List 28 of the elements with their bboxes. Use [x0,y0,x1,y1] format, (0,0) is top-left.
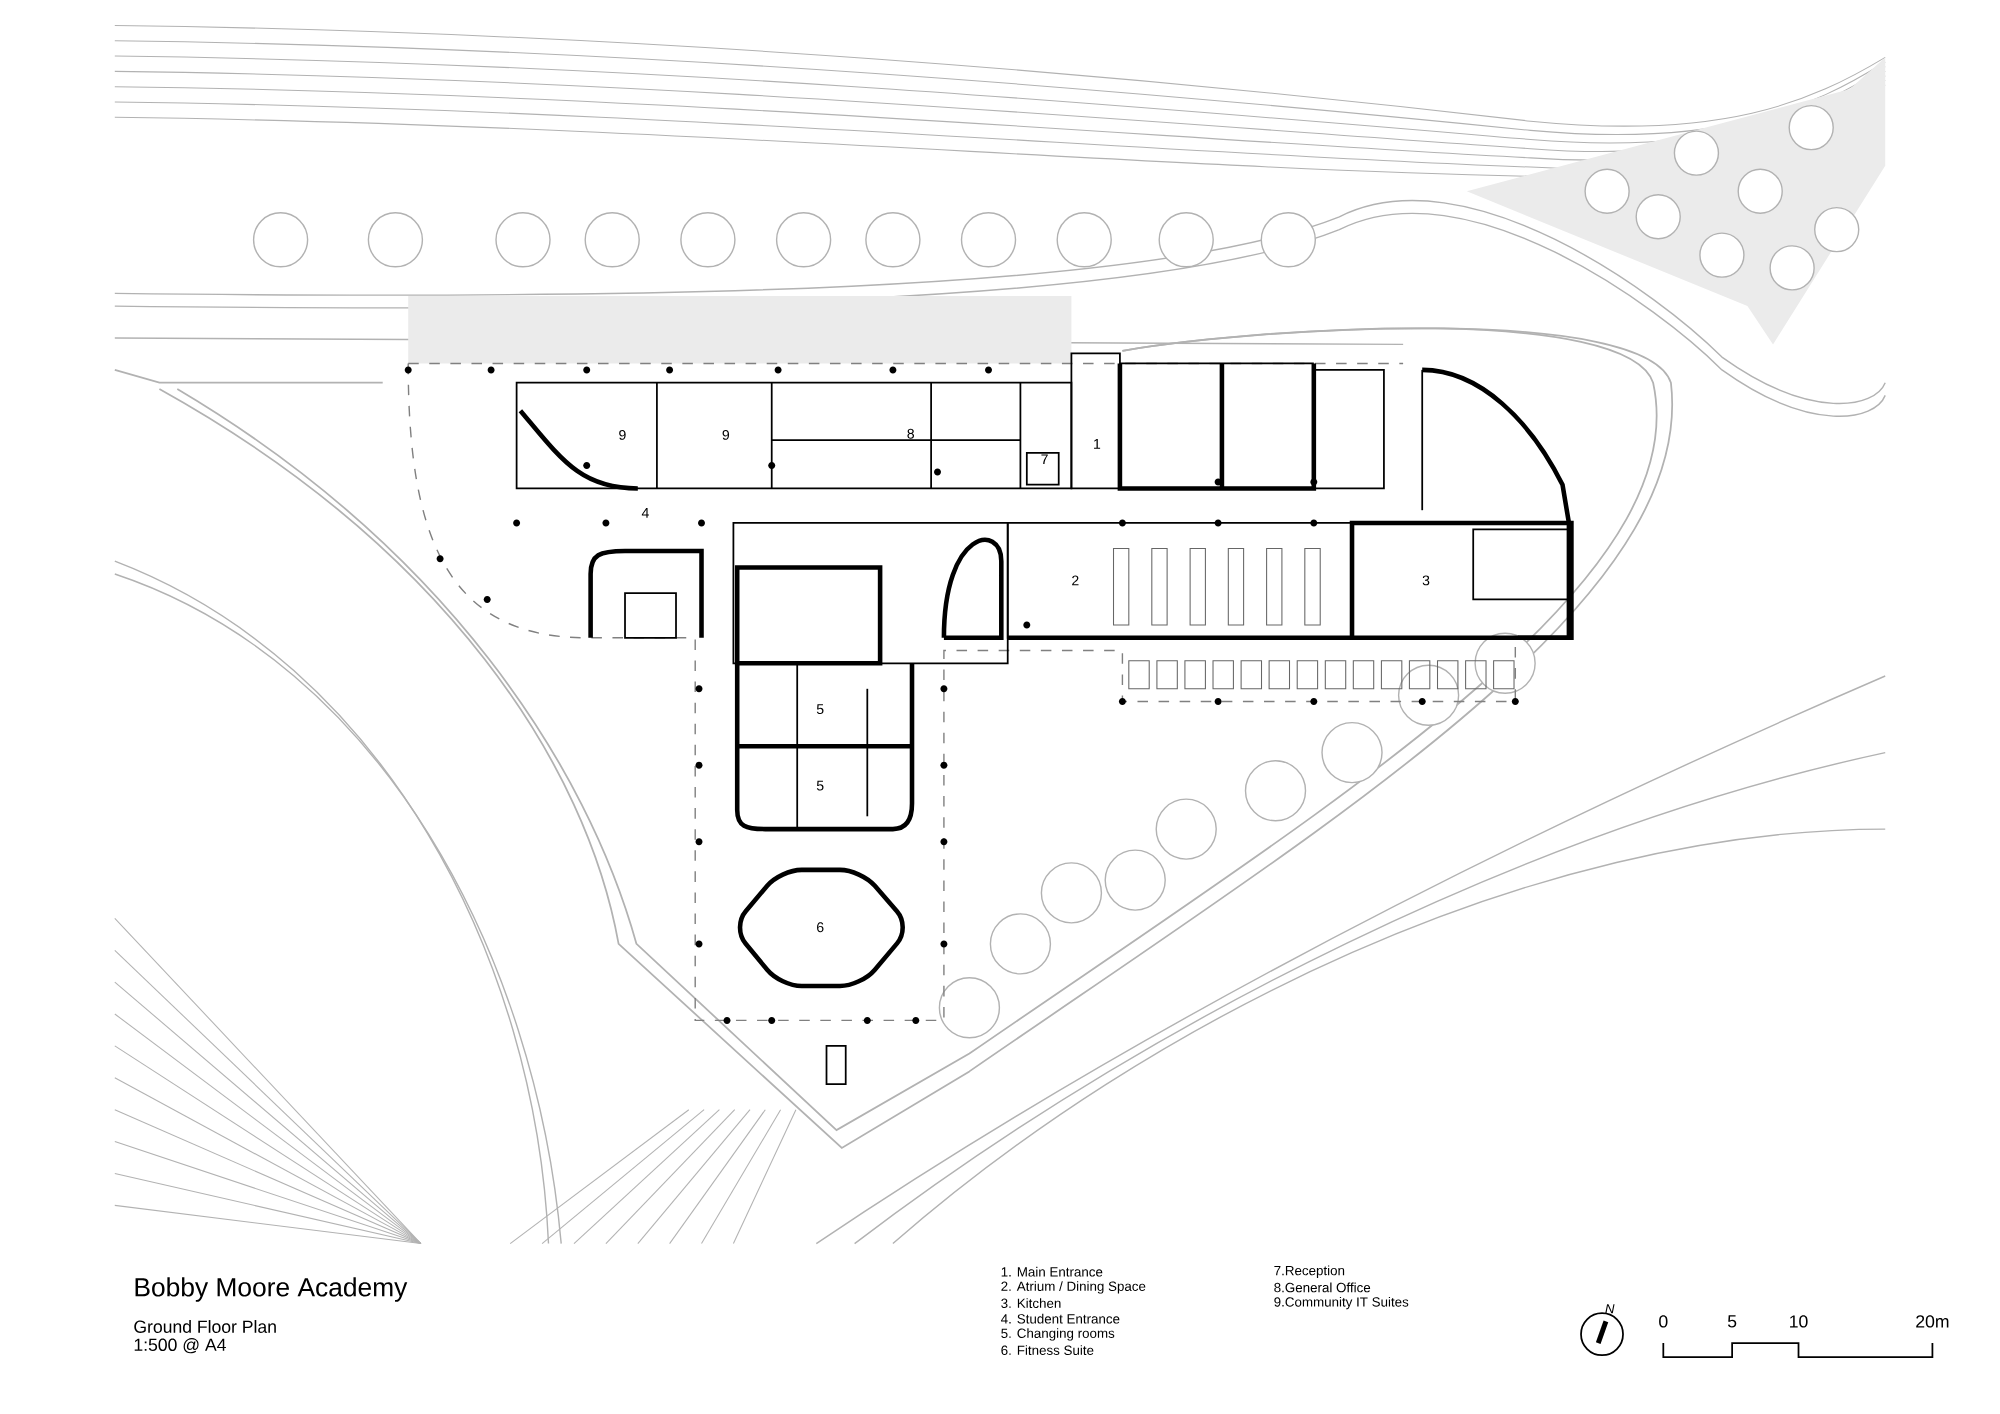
legend-item: 4. Student Entrance [1001,1313,1120,1324]
room-number: 2 [1072,575,1079,586]
legend-item: 3. Kitchen [1001,1298,1061,1308]
legend-item: 2. Atrium / Dining Space [1001,1281,1146,1294]
legend-item: 8.General Office [1274,1282,1371,1293]
room-number: 9 [619,429,626,440]
room-number: 4 [641,508,649,518]
legend-item: 1. Main Entrance [1001,1266,1103,1277]
title: Bobby Moore Academy [135,1277,408,1302]
legend-item: 5. Changing rooms [1001,1328,1115,1341]
room-number: 6 [817,922,824,933]
legend-item: 6. Fitness Suite [1001,1345,1094,1355]
legend-item: 9.Community IT Suites [1274,1296,1409,1310]
north-label: N [1605,1304,1615,1314]
room-number: 1 [1094,439,1101,449]
subtitle: Ground Floor Plan [134,1320,276,1333]
room-number: 3 [1422,575,1430,586]
room-number: 5 [816,780,824,791]
scale-text: 1:500 @ A4 [134,1338,226,1354]
room-number: 8 [907,428,914,439]
legend-item: 7.Reception [1274,1265,1345,1278]
scale-label: 20m [1916,1315,1949,1328]
scale-label: 10 [1790,1315,1808,1328]
room-number: 9 [722,429,730,440]
scale-label: 0 [1659,1315,1668,1328]
room-number: 5 [816,704,824,715]
room-number: 7 [1041,454,1048,464]
scale-label: 5 [1727,1315,1737,1328]
